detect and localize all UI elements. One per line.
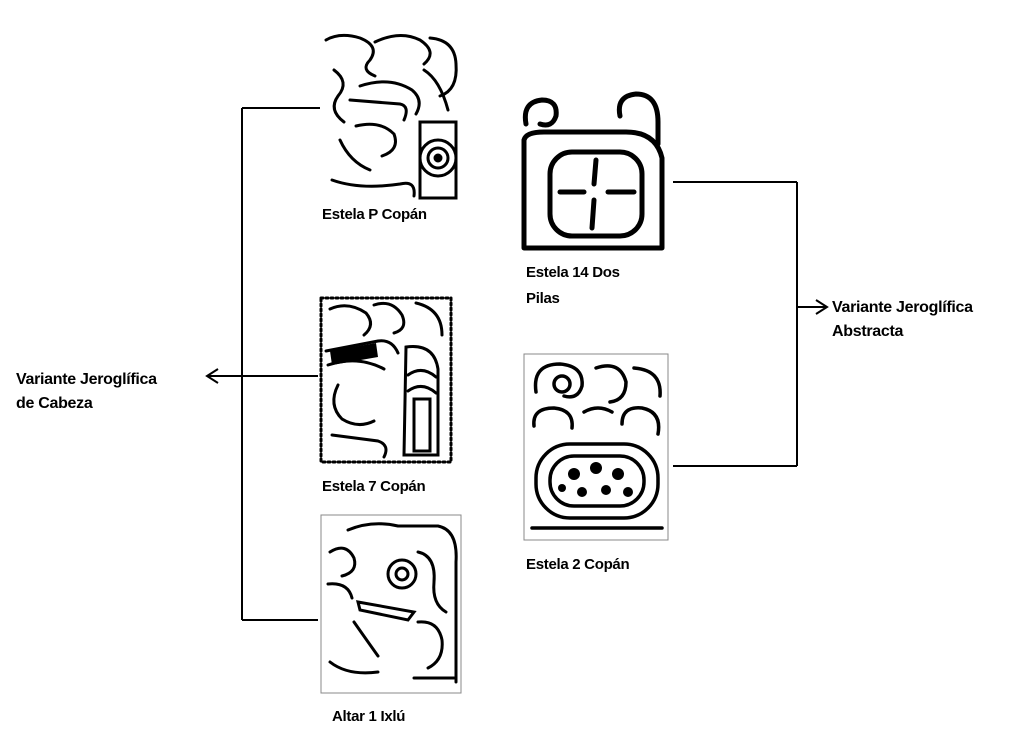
glyph-altar-1-ixlu: [318, 512, 464, 696]
head-variant-glyph-drawing: [320, 514, 462, 694]
caption-estela-14-line2: Pilas: [526, 290, 560, 307]
abstract-variant-glyph-drawing: [523, 353, 669, 541]
caption-estela-14-dos-pilas: Estela 14 Dos Pilas: [526, 260, 666, 312]
group-label-abstract-variant: Variante Jeroglífica Abstracta: [832, 296, 1018, 344]
caption-estela-2-copan: Estela 2 Copán: [526, 556, 630, 573]
head-variant-glyph-drawing: [324, 33, 458, 200]
caption-altar-1-ixlu: Altar 1 Ixlú: [332, 708, 406, 725]
group-label-head-line2: de Cabeza: [16, 395, 93, 412]
glyph-estela-14-dos-pilas: [516, 88, 672, 256]
caption-estela-7-copan: Estela 7 Copán: [322, 478, 426, 495]
head-variant-glyph-drawing: [319, 296, 453, 464]
group-label-abstract-line2: Abstracta: [832, 323, 904, 340]
glyph-estela-2-copan: [522, 352, 670, 542]
group-label-abstract-line1: Variante Jeroglífica: [832, 299, 973, 316]
group-label-head-variant: Variante Jeroglífica de Cabeza: [16, 368, 206, 416]
caption-estela-p-copan: Estela P Copán: [322, 206, 427, 223]
group-label-head-line1: Variante Jeroglífica: [16, 371, 157, 388]
right-arrow-head: [815, 299, 829, 315]
abstract-variant-glyph-drawing: [521, 91, 665, 251]
left-arrow-head: [205, 368, 219, 384]
glyph-estela-p-copan: [320, 30, 462, 202]
glyph-estela-7-copan: [318, 295, 454, 465]
caption-estela-14-line1: Estela 14 Dos: [526, 264, 620, 281]
